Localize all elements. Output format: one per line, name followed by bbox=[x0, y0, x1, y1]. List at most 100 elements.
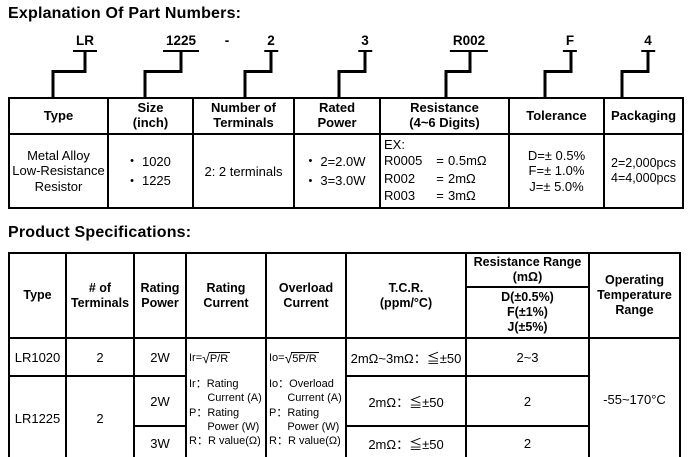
header-type: Type bbox=[8, 97, 109, 135]
header-rated-power: Rated Power bbox=[293, 97, 381, 135]
cell-resistance-examples: EX: R0005 = 0.5mΩ R002 = 2mΩ R003 = 3mΩ bbox=[379, 133, 510, 209]
cell-tcr: 2mΩ~3mΩ：≦±50 bbox=[345, 337, 467, 377]
cell-terminals: 2: 2 terminals bbox=[192, 133, 295, 209]
resistance-range-tolerances: D(±0.5%) F(±1%) J(±5%) bbox=[501, 290, 554, 334]
resistance-ex-label: EX: bbox=[384, 137, 405, 152]
header-terminals: Number of Terminals bbox=[192, 97, 295, 135]
resistance-range-title: Resistance Range (mΩ) bbox=[467, 254, 588, 288]
cell-model: LR1020 bbox=[8, 337, 67, 377]
part-number-table: Type Size (inch) Number of Terminals Rat… bbox=[8, 97, 684, 209]
power-option: • 3=3.0W bbox=[308, 171, 365, 191]
equals-sign: = bbox=[436, 188, 444, 204]
cell-terminals: 2 bbox=[65, 375, 135, 457]
power-option-label: 2=2.0W bbox=[320, 153, 366, 169]
sqrt-radical-icon: √ bbox=[202, 350, 210, 366]
part-segment-terminals: 2 bbox=[264, 33, 278, 52]
connector-type bbox=[51, 52, 87, 97]
resistance-value: 3mΩ bbox=[448, 188, 476, 204]
part-segment-packaging: 4 bbox=[641, 33, 655, 52]
cell-terminals: 2 bbox=[65, 337, 135, 377]
overload-current-legend: Io：Overload Current (A) P：Rating Power (… bbox=[269, 378, 342, 448]
cell-power: 2W bbox=[133, 375, 187, 427]
connector-size bbox=[143, 52, 183, 97]
cell-rated-power: • 2=2.0W • 3=3.0W bbox=[293, 133, 381, 209]
resistance-example-row: R0005 = 0.5mΩ bbox=[384, 152, 505, 170]
cell-rating-current: Ir=√P/R Ir：Rating Current (A) P：Rating P… bbox=[185, 337, 267, 457]
header-packaging: Packaging bbox=[603, 97, 684, 135]
cell-power: 3W bbox=[133, 425, 187, 457]
spec-header-rating-power: Rating Power bbox=[133, 252, 187, 339]
cell-operating-temp: -55~170°C bbox=[588, 337, 681, 457]
bullet-icon: • bbox=[308, 155, 313, 167]
cell-tolerance: D=± 0.5% F=± 1.0% J=± 5.0% bbox=[508, 133, 605, 209]
cell-overload-current: Io=√5P/R Io：Overload Current (A) P：Ratin… bbox=[265, 337, 347, 457]
spec-header-terminals: # of Terminals bbox=[65, 252, 135, 339]
spec-row-lr1020: LR1020 2 2W Ir=√P/R Ir：Rating Current (A… bbox=[8, 337, 681, 457]
overload-current-formula: Io=√5P/R bbox=[267, 339, 345, 377]
cell-model: LR1225 bbox=[8, 375, 67, 457]
resistance-code: R003 bbox=[384, 188, 416, 204]
cell-resistance-range: 2~3 bbox=[465, 337, 590, 377]
size-option-label: 1225 bbox=[141, 173, 171, 188]
spec-header-operating-temp: Operating Temperature Range bbox=[588, 252, 681, 339]
sqrt-radical-icon: √ bbox=[284, 350, 293, 366]
cell-resistance-range: 2 bbox=[465, 375, 590, 427]
rating-current-formula: Ir=√P/R bbox=[187, 339, 265, 377]
resistance-code: R002 bbox=[384, 170, 416, 186]
product-spec-table: Type # of Terminals Rating Power Rating … bbox=[8, 252, 681, 457]
part-table-header-row: Type Size (inch) Number of Terminals Rat… bbox=[8, 97, 684, 135]
resistance-code: R0005 bbox=[384, 153, 423, 168]
bullet-icon: • bbox=[130, 174, 134, 187]
spec-row-lr1225-3w: 3W 2mΩ：≦±50 2 bbox=[9, 425, 680, 457]
resistance-example-row: R003 = 3mΩ bbox=[384, 187, 505, 205]
cell-resistance-range: 2 bbox=[465, 425, 590, 457]
spec-header-type: Type bbox=[8, 252, 67, 339]
header-size: Size (inch) bbox=[107, 97, 194, 135]
spec-header-rating-current: Rating Current bbox=[185, 252, 267, 339]
cell-type: Metal Alloy Low-Resistance Resistor bbox=[8, 133, 109, 209]
bullet-icon: • bbox=[130, 155, 134, 167]
part-segment-tolerance: F bbox=[562, 33, 578, 52]
formula-prefix: Io= bbox=[269, 352, 285, 364]
rating-current-legend: Ir：Rating Current (A) P：Rating Power (W)… bbox=[189, 378, 262, 448]
cell-size: • 1020 • 1225 bbox=[107, 133, 194, 209]
formula-radicand: 5P/R bbox=[291, 351, 319, 365]
part-segment-power: 3 bbox=[358, 33, 372, 52]
resistance-value: 0.5mΩ bbox=[448, 153, 487, 168]
power-option-label: 3=3.0W bbox=[320, 173, 366, 188]
resistance-example-row: R002 = 2mΩ bbox=[384, 170, 505, 188]
cell-power: 2W bbox=[133, 337, 187, 377]
connector-resistance bbox=[444, 52, 472, 97]
size-option: • 1225 bbox=[130, 171, 171, 191]
formula-prefix: Ir= bbox=[189, 352, 203, 364]
connector-terminals bbox=[243, 52, 273, 97]
part-segment-resistance: R002 bbox=[449, 33, 489, 52]
cell-packaging: 2=2,000pcs 4=4,000pcs bbox=[603, 133, 684, 209]
spec-header-tcr: T.C.R. (ppm/°C) bbox=[345, 252, 467, 339]
equals-sign: = bbox=[436, 170, 444, 186]
spec-row-lr1225-2w: LR1225 2 2W 2mΩ：≦±50 2 bbox=[8, 375, 680, 457]
part-segment-size: 1225 bbox=[162, 33, 200, 52]
header-resistance: Resistance (4~6 Digits) bbox=[379, 97, 510, 135]
connector-tolerance bbox=[543, 52, 573, 97]
part-segment-dash: - bbox=[224, 33, 230, 48]
part-segment-type: LR bbox=[73, 33, 97, 52]
resistance-value: 2mΩ bbox=[448, 170, 476, 186]
spec-header-overload-current: Overload Current bbox=[265, 252, 347, 339]
spec-header-row: Type # of Terminals Rating Power Rating … bbox=[8, 252, 681, 339]
equals-sign: = bbox=[436, 153, 444, 168]
size-option-label: 1020 bbox=[141, 153, 171, 169]
connector-lines bbox=[51, 52, 650, 97]
cell-tcr: 2mΩ：≦±50 bbox=[345, 375, 467, 427]
part-table-body-row: Metal Alloy Low-Resistance Resistor • 10… bbox=[8, 133, 684, 209]
section-title-part-numbers: Explanation Of Part Numbers: bbox=[8, 5, 242, 22]
formula-radicand: P/R bbox=[208, 351, 231, 365]
cell-tcr: 2mΩ：≦±50 bbox=[345, 425, 467, 457]
section-title-product-specs: Product Specifications: bbox=[8, 224, 192, 241]
header-tolerance: Tolerance bbox=[508, 97, 605, 135]
bullet-icon: • bbox=[308, 174, 313, 187]
size-option: • 1020 bbox=[130, 152, 171, 172]
connector-power bbox=[337, 52, 367, 97]
power-option: • 2=2.0W bbox=[308, 152, 365, 172]
